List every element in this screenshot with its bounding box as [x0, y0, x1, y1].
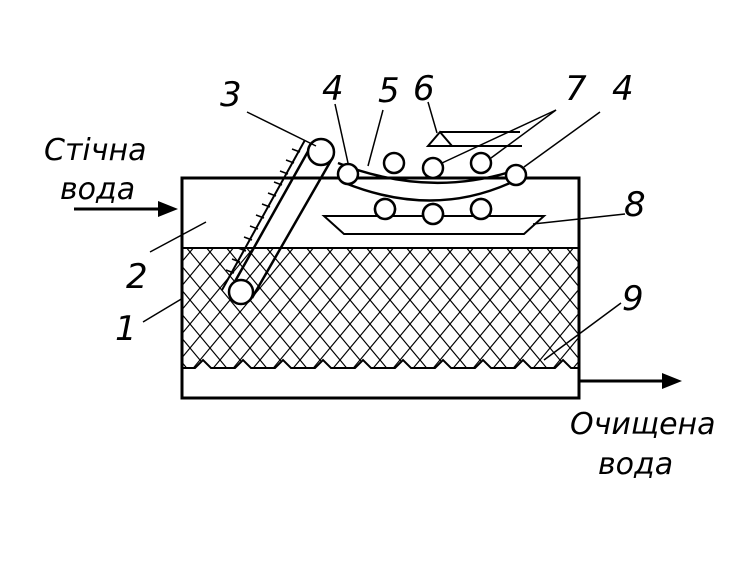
- pressure-roller: [469, 151, 493, 175]
- callout-3: 3: [220, 75, 242, 115]
- outlet-label-line1: Очищена: [570, 407, 716, 442]
- inlet-arrow: [74, 201, 178, 217]
- press-element: [425, 130, 522, 147]
- callout-6: 6: [413, 69, 435, 109]
- conveyor-bottom-roller: [227, 278, 255, 306]
- belt-end-roller-right: [504, 163, 528, 187]
- belt-end-roller-left: [336, 162, 360, 186]
- pressure-roller: [382, 151, 406, 175]
- inlet-label-line1: Стічна: [44, 133, 146, 168]
- callout-8: 8: [624, 185, 646, 225]
- callout-2: 2: [126, 257, 148, 297]
- tank: [180, 176, 581, 400]
- curved-belt: [337, 161, 523, 202]
- pressure-roller: [421, 156, 445, 180]
- leader-lines: [142, 101, 626, 361]
- filter-bed-bottom: [183, 358, 578, 369]
- callout-5: 5: [378, 71, 400, 111]
- callout-4-left: 4: [322, 69, 344, 109]
- filter-bed: [183, 248, 578, 368]
- callout-1: 1: [115, 309, 137, 349]
- inlet-label-line2: вода: [60, 172, 135, 207]
- outlet-arrow: [579, 373, 682, 389]
- conveyor-top-roller: [306, 137, 336, 167]
- callout-4-right: 4: [612, 69, 634, 109]
- callout-7: 7: [565, 69, 587, 109]
- outlet-label-line2: вода: [598, 447, 673, 482]
- callout-9: 9: [622, 279, 644, 319]
